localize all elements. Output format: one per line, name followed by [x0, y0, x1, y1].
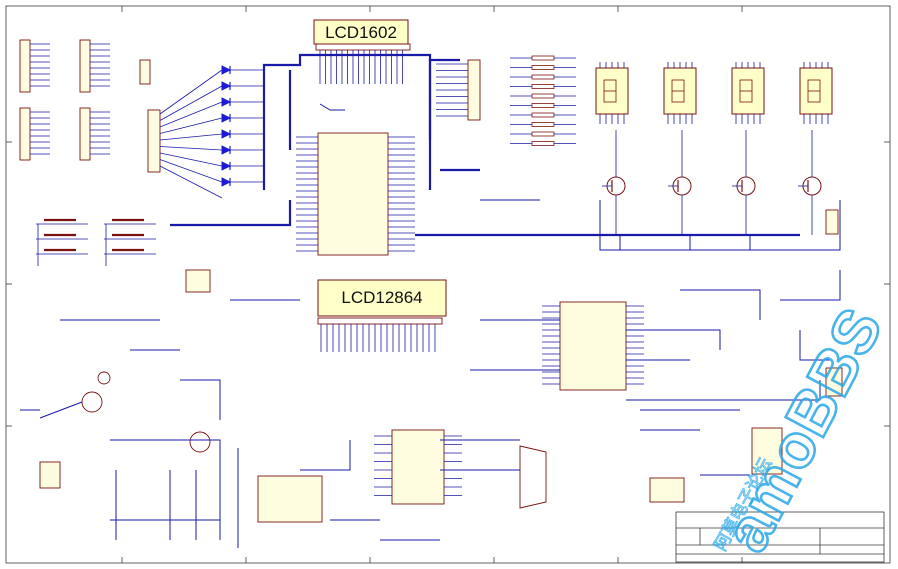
lcd12864-label: LCD12864: [341, 288, 422, 307]
resistor-pack-lead: [159, 133, 223, 141]
lcd1602-label-box: LCD1602: [313, 19, 409, 45]
resistor-pack-lead: [159, 146, 223, 151]
led-array: [221, 65, 264, 187]
db9-connector: [519, 445, 547, 509]
resistor-pack-lead: [159, 101, 223, 128]
resistor-icon: [531, 141, 555, 146]
pin-header: [79, 107, 91, 161]
pin-header: [19, 107, 31, 161]
led-icon: [221, 97, 232, 107]
resistor-icon: [531, 55, 555, 61]
lcd12864-connector: [317, 317, 443, 352]
keypad-switches: [36, 218, 156, 266]
resistor-pack-lead: [159, 85, 223, 121]
resistor-pack: [147, 109, 161, 173]
pin-header: [19, 39, 31, 93]
resistor-pack-lead: [159, 159, 223, 183]
resistor-pack-lead: [159, 152, 223, 167]
analog-section: [39, 319, 239, 548]
rs232-chip: [374, 429, 462, 505]
led-icon: [221, 81, 232, 91]
usb-bridge-chip: [542, 301, 644, 391]
led-icon: [221, 129, 232, 139]
resistor-icon: [531, 122, 555, 127]
resistor-icon: [531, 65, 555, 70]
resistor-icon: [531, 131, 555, 137]
resistor-icon: [531, 112, 555, 118]
pin-headers-left: [19, 39, 223, 199]
digit-driver-transistors: [602, 130, 822, 235]
interconnect-wires: [20, 199, 841, 541]
misc-chips: [39, 59, 843, 523]
led-icon: [221, 113, 232, 123]
resistor-icon: [531, 84, 555, 89]
pin-header: [79, 39, 91, 93]
led-icon: [221, 161, 232, 171]
led-icon: [221, 145, 232, 155]
data-header-right: [436, 59, 481, 121]
led-icon: [221, 65, 232, 75]
resistor-pack-lead: [159, 69, 223, 115]
seven-segment-displays: [595, 62, 833, 124]
seven-segment-display: [595, 67, 629, 115]
lcd1602-label: LCD1602: [325, 23, 397, 42]
resistor-pack-lead: [159, 117, 223, 134]
resistor-array: [510, 55, 576, 146]
resistor-icon: [531, 93, 555, 99]
lcd12864-label-box: LCD12864: [317, 279, 447, 317]
led-icon: [221, 177, 232, 187]
bus-lines: [170, 53, 800, 237]
resistor-pack-lead: [159, 165, 223, 199]
sheet-frame: [5, 5, 891, 564]
title-block: [675, 511, 885, 563]
resistor-icon: [531, 103, 555, 108]
resistor-icon: [531, 74, 555, 80]
mcu-chip: [296, 132, 415, 256]
